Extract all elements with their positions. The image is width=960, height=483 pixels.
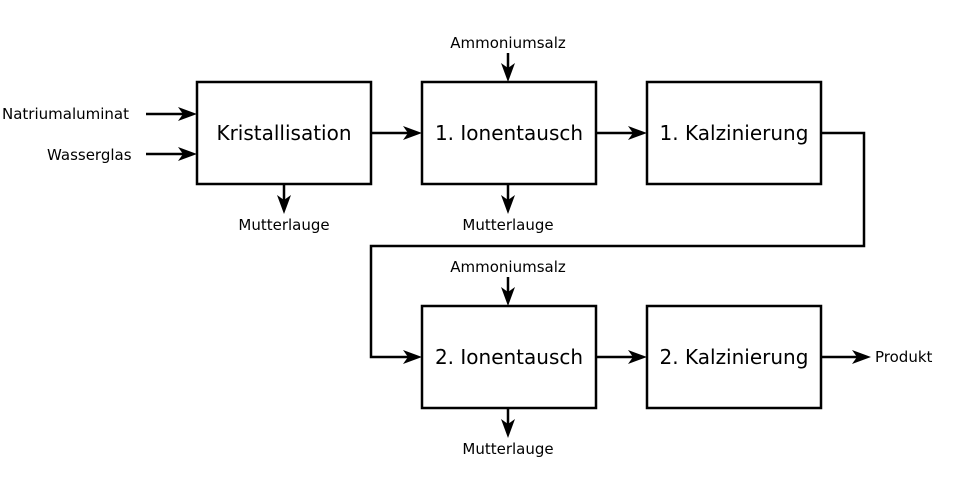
output-label-mutterlauge-1: Mutterlauge (238, 216, 329, 234)
arrow-kalzinierung1-to-ionentausch2 (369, 131, 866, 364)
box-label-ionentausch-1: 1. Ionentausch (435, 121, 583, 145)
output-label-mutterlauge-3: Mutterlauge (462, 440, 553, 458)
arrow-wasserglas (146, 147, 197, 161)
output-label-mutterlauge-2: Mutterlauge (462, 216, 553, 234)
box-label-kristallisation: Kristallisation (216, 121, 351, 145)
arrow-ammoniumsalz-1 (501, 53, 515, 82)
arrow-mutterlauge-3 (501, 408, 515, 438)
input-label-ammoniumsalz-1: Ammoniumsalz (450, 34, 566, 52)
arrow-natriumaluminat (146, 107, 197, 121)
input-label-ammoniumsalz-2: Ammoniumsalz (450, 258, 566, 276)
box-label-kalzinierung-2: 2. Kalzinierung (660, 345, 809, 369)
box-label-ionentausch-2: 2. Ionentausch (435, 345, 583, 369)
box-ionentausch-1: 1. Ionentausch (420, 80, 598, 186)
box-label-kalzinierung-1: 1. Kalzinierung (660, 121, 809, 145)
input-label-natriumaluminat: Natriumaluminat (2, 105, 129, 123)
arrow-mutterlauge-2 (501, 184, 515, 214)
output-label-produkt: Produkt (875, 348, 933, 366)
box-kalzinierung-2: 2. Kalzinierung (645, 304, 823, 410)
arrow-produkt (821, 350, 871, 364)
box-kalzinierung-1: 1. Kalzinierung (645, 80, 823, 186)
arrow-ionentausch1-to-kalzinierung1 (596, 126, 647, 140)
arrow-ammoniumsalz-2 (501, 277, 515, 306)
box-ionentausch-2: 2. Ionentausch (420, 304, 598, 410)
arrow-mutterlauge-1 (277, 184, 291, 214)
arrow-kristallisation-to-ionentausch1 (371, 126, 422, 140)
arrow-ionentausch2-to-kalzinierung2 (596, 350, 647, 364)
input-label-wasserglas: Wasserglas (47, 146, 132, 164)
box-kristallisation: Kristallisation (195, 80, 373, 186)
